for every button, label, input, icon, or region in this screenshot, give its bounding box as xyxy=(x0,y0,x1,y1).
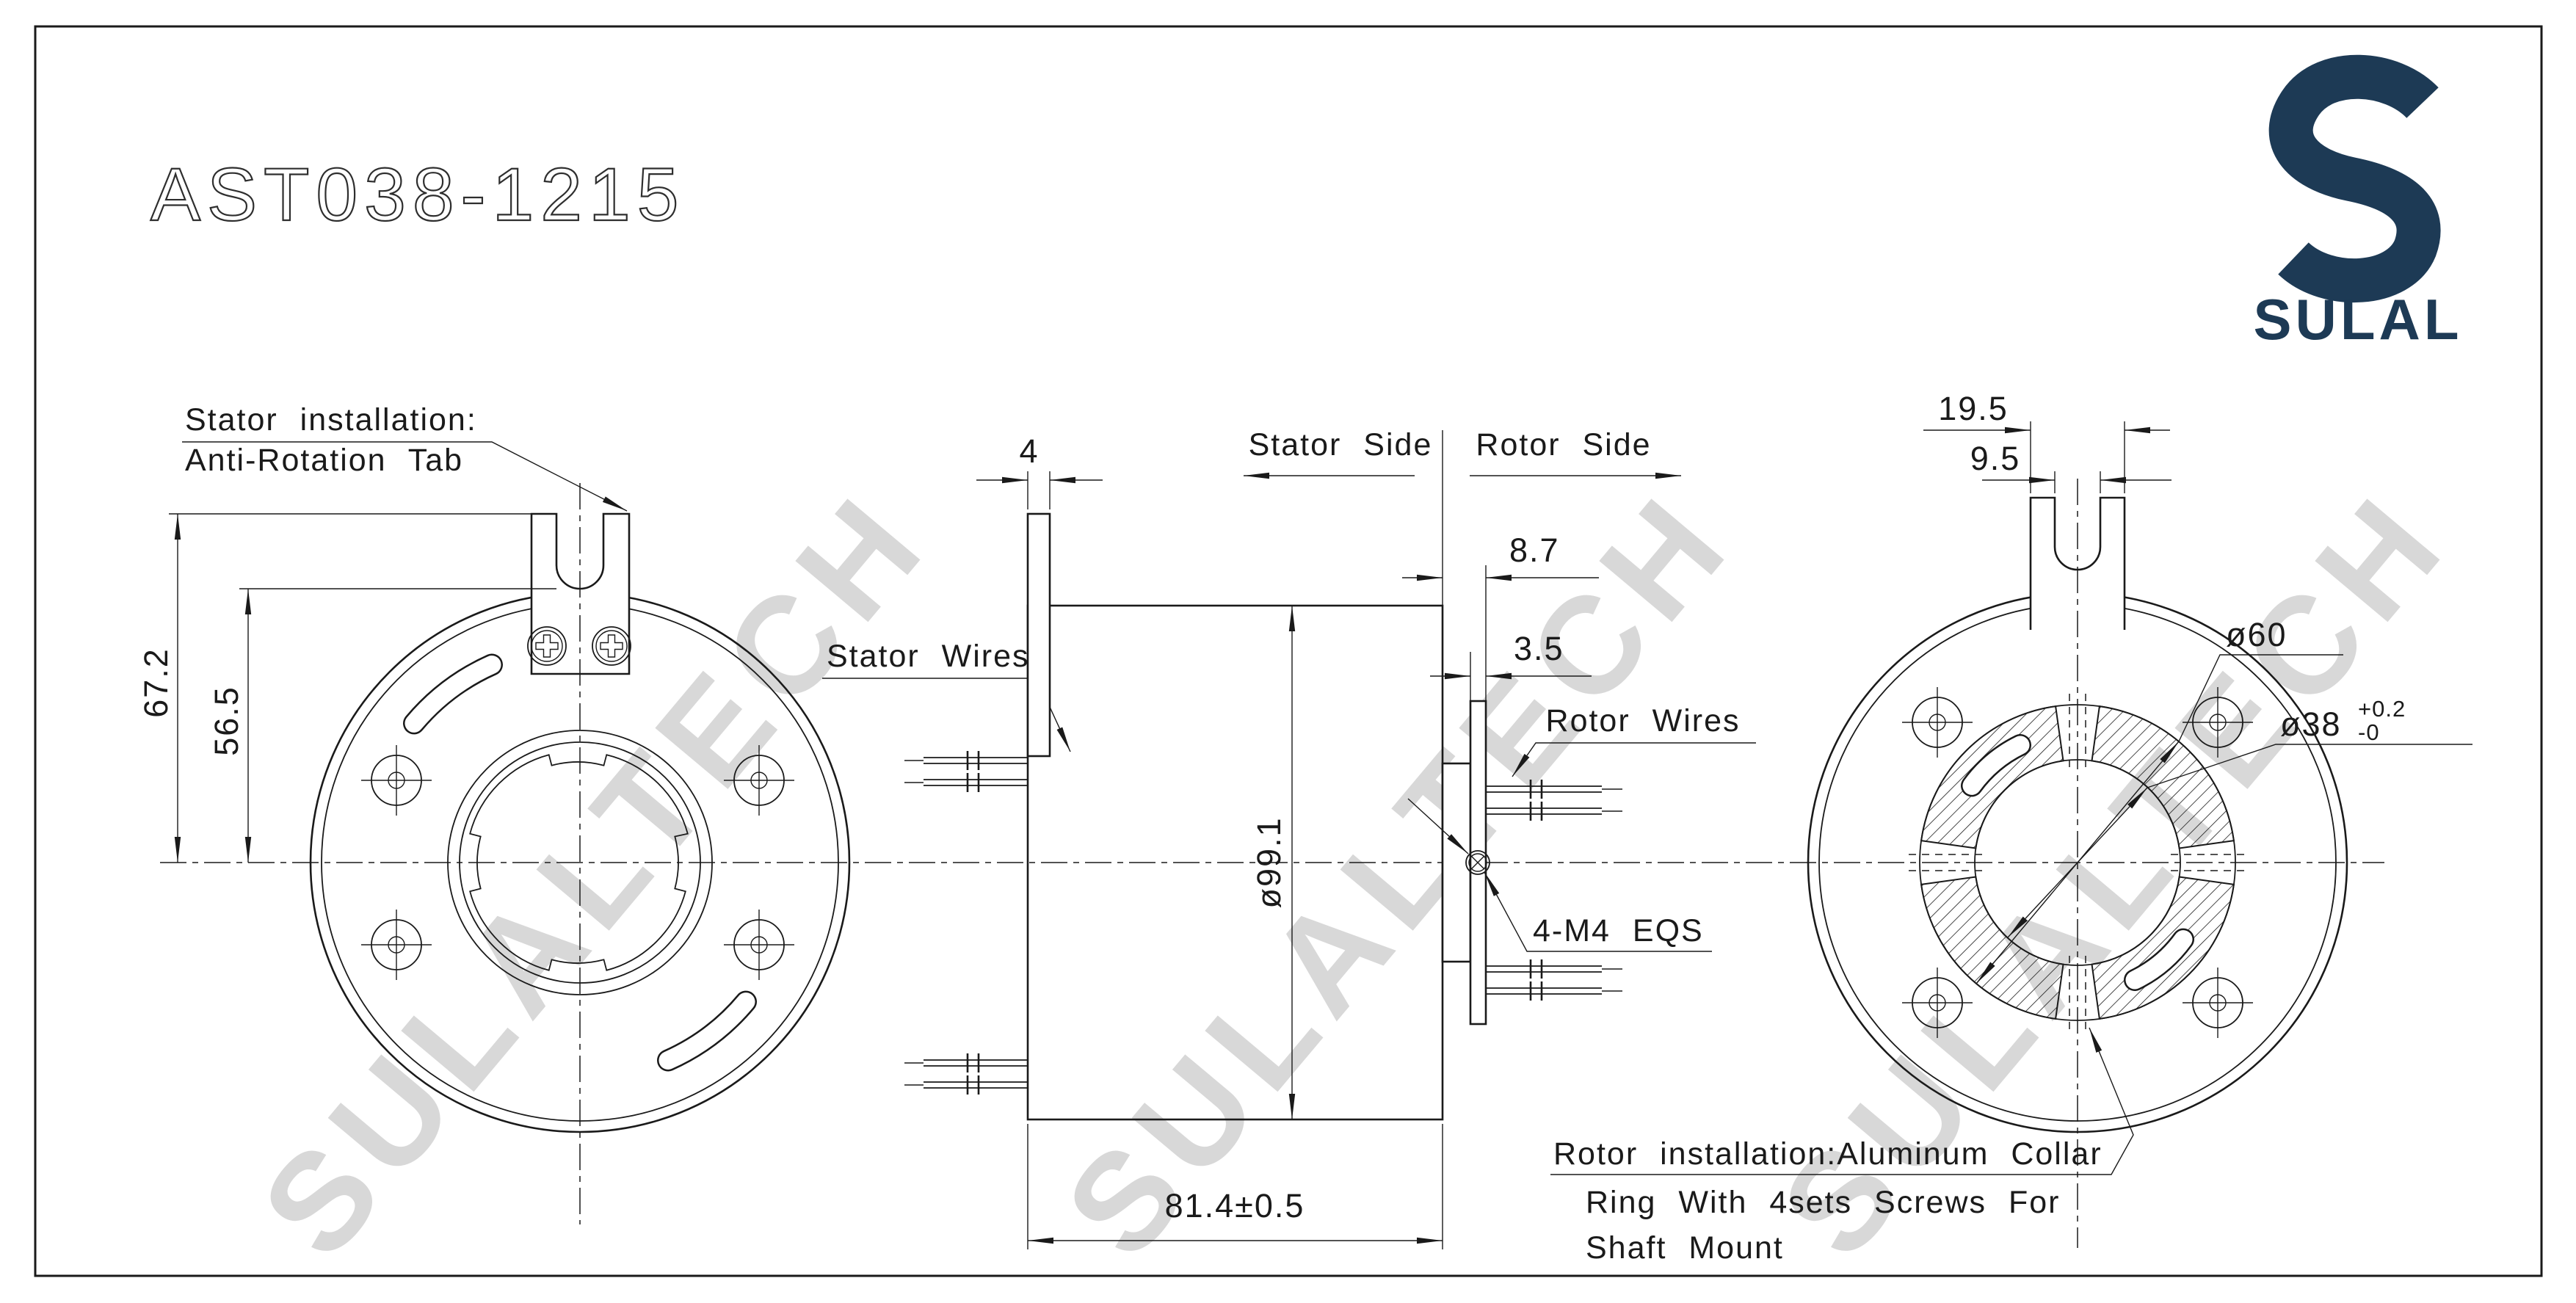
logo-s-mark xyxy=(2268,54,2441,303)
rear-mounting-holes xyxy=(1902,687,2253,1038)
dim-collar-plate: 3.5 xyxy=(1430,630,1592,833)
mounting-hole xyxy=(1902,968,1973,1038)
rotor-installation-callout: Rotor installation:Aluminum Collar Ring … xyxy=(1550,1027,2134,1266)
stator-installation-line1: Stator installation: xyxy=(185,402,477,438)
dim-56-5: 56.5 xyxy=(208,686,245,756)
front-kidney-slots xyxy=(403,653,757,1072)
stator-wires xyxy=(904,751,1028,1095)
dim-bore-diameter: ø38 +0.2 -0 xyxy=(2007,696,2472,938)
stator-wires-label: Stator Wires xyxy=(827,639,1030,674)
side-view: 4 ø99.1 81.4±0.5 Stator Side Rotor Side xyxy=(904,427,1756,1249)
dim-4: 4 xyxy=(1019,432,1039,470)
wire xyxy=(904,751,1028,770)
castellated-bore xyxy=(469,754,689,971)
rotor-wires-label: Rotor Wires xyxy=(1546,703,1741,738)
mounting-hole xyxy=(724,745,794,816)
dim-38: ø38 xyxy=(2280,705,2342,743)
dim-81-4: 81.4±0.5 xyxy=(1165,1187,1305,1224)
mounting-hole xyxy=(361,910,432,980)
tab-screw xyxy=(527,626,567,666)
dim-3-5: 3.5 xyxy=(1514,630,1564,667)
dim-19-5: 19.5 xyxy=(1938,390,2009,427)
dim-8-7: 8.7 xyxy=(1509,531,1560,569)
collar-outer-circle xyxy=(447,730,713,995)
mounting-hole xyxy=(1902,687,1973,758)
dim-9-5: 9.5 xyxy=(1970,440,2021,477)
stator-installation-line2: Anti-Rotation Tab xyxy=(185,443,463,478)
front-view: 67.2 56.5 Stator installation: Anti-Rota… xyxy=(137,402,1071,1224)
dim-tab-width: 19.5 xyxy=(1923,390,2170,493)
rotor-side-label: Rotor Side xyxy=(1476,427,1651,462)
dim-67-2: 67.2 xyxy=(137,647,175,718)
rotor-installation-line3: Shaft Mount xyxy=(1586,1230,1784,1266)
dim-38-tol-upper: +0.2 xyxy=(2358,696,2406,722)
dim-body-diameter: ø99.1 xyxy=(1250,606,1296,1119)
brand-logo: SULAL xyxy=(2254,54,2463,352)
collar-screw xyxy=(1465,850,1490,875)
sheet-border xyxy=(34,25,2543,1277)
rotor-wires xyxy=(1486,780,1622,1001)
wire xyxy=(1486,981,1622,1001)
rotor-wires-callout: Rotor Wires xyxy=(1512,703,1756,777)
wire xyxy=(904,1075,1028,1095)
mounting-hole xyxy=(2183,968,2253,1038)
m4-screws-callout: 4-M4 EQS xyxy=(1407,798,1712,952)
drawing-title: AST038-1215 xyxy=(150,153,685,236)
mounting-hole xyxy=(361,745,432,816)
dim-rotor-overhang: 8.7 xyxy=(1402,531,1599,833)
logo-wordmark: SULAL xyxy=(2254,287,2463,352)
anti-rotation-tab-side xyxy=(1026,512,1051,758)
rotor-installation-line1: Rotor installation:Aluminum Collar xyxy=(1553,1136,2102,1172)
stator-side-label: Stator Side xyxy=(1249,427,1433,462)
mounting-hole xyxy=(2183,687,2253,758)
dim-38-tol-lower: -0 xyxy=(2358,719,2380,745)
wire xyxy=(904,1053,1028,1072)
wire xyxy=(904,773,1028,792)
dim-60: ø60 xyxy=(2226,616,2287,653)
dim-flange-thickness: 4 xyxy=(976,432,1103,509)
m4-screws-label: 4-M4 EQS xyxy=(1533,913,1704,948)
front-dimensions: 67.2 56.5 xyxy=(137,513,556,863)
tab-screw xyxy=(592,626,631,666)
rotor-installation-line2: Ring With 4sets Screws For xyxy=(1586,1185,2060,1220)
dim-collar-diameter: ø60 xyxy=(1975,616,2343,984)
front-mounting-holes xyxy=(361,745,794,980)
dim-slot-width: 9.5 xyxy=(1970,440,2172,493)
rear-view: 19.5 9.5 ø60 ø38 +0.2 -0 Rotor installat… xyxy=(1550,390,2472,1266)
dim-99-1: ø99.1 xyxy=(1250,816,1288,908)
mounting-hole xyxy=(724,910,794,980)
wire xyxy=(1486,780,1622,799)
stator-wires-callout: Stator Wires xyxy=(822,639,1071,752)
wire xyxy=(1486,802,1622,821)
stator-installation-callout: Stator installation: Anti-Rotation Tab xyxy=(182,402,628,512)
dim-body-length: 81.4±0.5 xyxy=(1027,1124,1443,1249)
side-headers: Stator Side Rotor Side xyxy=(1244,427,1681,763)
wire xyxy=(1486,959,1622,979)
